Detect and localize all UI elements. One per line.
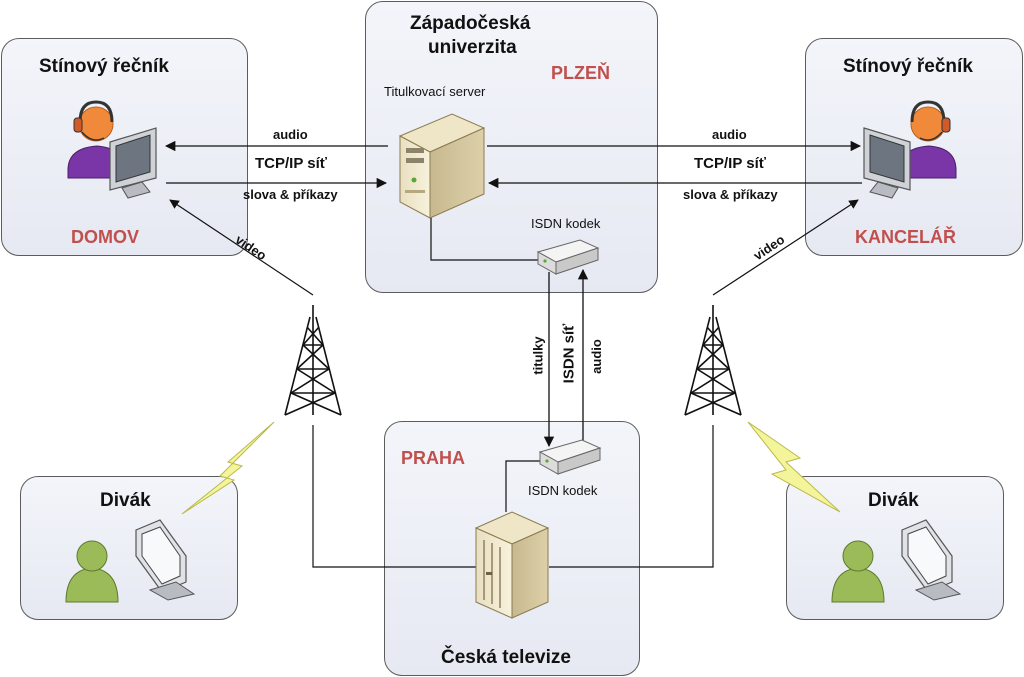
monitor-icon bbox=[901, 519, 962, 601]
broadcast-tower-icon bbox=[284, 305, 342, 416]
subtitles-label: titulky bbox=[530, 336, 546, 375]
home-place: DOMOV bbox=[71, 227, 140, 247]
office-title: Stínový řečník bbox=[843, 56, 973, 77]
prague-title: Česká televize bbox=[441, 647, 571, 668]
video-left-arrow bbox=[169, 199, 314, 296]
monitor-icon bbox=[863, 127, 911, 199]
server-label: Titulkovací server bbox=[384, 84, 486, 99]
left-tcpip-label: TCP/IP síť bbox=[255, 155, 327, 172]
headset-speaker-icon bbox=[899, 100, 957, 179]
prague-codec-line bbox=[505, 460, 540, 512]
left-words-label: slova & příkazy bbox=[243, 187, 338, 202]
tower-right-feed bbox=[549, 425, 714, 568]
lightning-icon bbox=[747, 421, 841, 513]
university-title-line1: Západočeská bbox=[410, 13, 531, 34]
university-title-line2: univerzita bbox=[428, 37, 517, 58]
server-tower-icon bbox=[398, 113, 486, 219]
lightning-icon bbox=[181, 421, 275, 515]
university-place: PLZEŇ bbox=[551, 63, 611, 83]
server-codec-line bbox=[430, 217, 538, 261]
isdn-codec-icon bbox=[538, 439, 602, 475]
office-place: KANCELÁŘ bbox=[855, 227, 956, 247]
right-audio-label: audio bbox=[712, 127, 747, 142]
home-title: Stínový řečník bbox=[39, 56, 169, 77]
audio-vertical-label: audio bbox=[588, 339, 604, 374]
isdn-label: ISDN síť bbox=[560, 323, 578, 384]
video-right-arrow bbox=[712, 199, 859, 296]
broadcast-tower-icon bbox=[684, 305, 742, 416]
tv-server-icon bbox=[474, 511, 550, 619]
monitor-icon bbox=[135, 519, 196, 601]
prague-codec-label: ISDN kodek bbox=[528, 483, 598, 498]
viewer-person-icon bbox=[65, 540, 119, 603]
tower-left-feed bbox=[312, 425, 476, 568]
right-words-label: slova & příkazy bbox=[683, 187, 778, 202]
left-audio-label: audio bbox=[273, 127, 308, 142]
office-box bbox=[805, 38, 1023, 256]
monitor-icon bbox=[109, 127, 157, 199]
right-tcpip-label: TCP/IP síť bbox=[694, 155, 766, 172]
viewer-person-icon bbox=[831, 540, 885, 603]
viewer-left-title: Divák bbox=[100, 490, 151, 511]
viewer-right-title: Divák bbox=[868, 490, 919, 511]
isdn-codec-icon bbox=[536, 239, 600, 275]
university-codec-label: ISDN kodek bbox=[531, 216, 601, 231]
prague-place: PRAHA bbox=[401, 448, 466, 468]
